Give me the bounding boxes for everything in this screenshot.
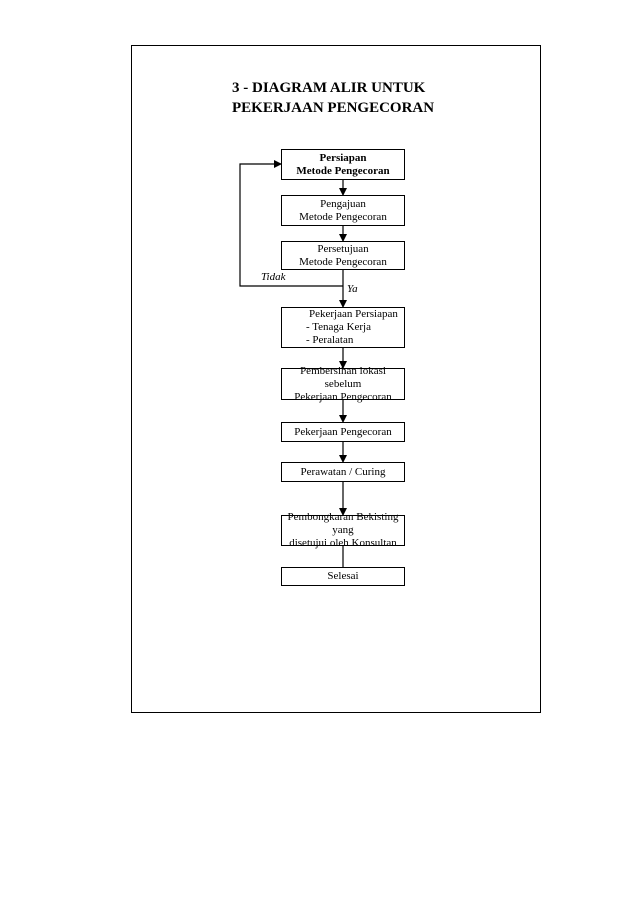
step-perawatan: Perawatan / Curing — [281, 462, 405, 482]
step-persiapan: Persiapan Metode Pengecoran — [281, 149, 405, 180]
step-persetujuan: Persetujuan Metode Pengecoran — [281, 241, 405, 270]
step-pengajuan: Pengajuan Metode Pengecoran — [281, 195, 405, 226]
step-perawatan-line1: Perawatan / Curing — [300, 465, 386, 478]
step-persiapan-line2: Metode Pengecoran — [296, 164, 390, 177]
label-ya: Ya — [347, 283, 358, 295]
step-pekerjaan-pengecoran: Pekerjaan Pengecoran — [281, 422, 405, 442]
loop-back-no — [239, 160, 343, 287]
step-pengajuan-line1: Pengajuan — [320, 197, 366, 210]
step-pengajuan-line2: Metode Pengecoran — [299, 210, 387, 223]
title-line-2: PEKERJAAN PENGECORAN — [232, 100, 435, 116]
step-selesai-line1: Selesai — [327, 570, 359, 582]
step-pembersihan-line2: Pekerjaan Pengecoran — [294, 390, 392, 403]
step-pekerjaan-persiapan-line1: Pekerjaan Persiapan — [309, 308, 398, 320]
step-persiapan-line1: Persiapan — [319, 151, 367, 164]
step-pembongkaran: Pembongkaran Bekisting yang disetujui ol… — [281, 511, 405, 549]
step-pekerjaan-persiapan: Pekerjaan Persiapan - Tenaga Kerja - Per… — [281, 307, 405, 348]
step-pekerjaan-pengecoran-line1: Pekerjaan Pengecoran — [294, 425, 392, 438]
title-line-1: 3 - DIAGRAM ALIR UNTUK — [232, 80, 426, 96]
diagram-title: 3 - DIAGRAM ALIR UNTUK PEKERJAAN PENGECO… — [232, 78, 435, 118]
step-persetujuan-line2: Metode Pengecoran — [299, 255, 387, 268]
step-pembongkaran-line2: disetujui oleh Konsultan — [289, 537, 397, 549]
page-frame — [131, 45, 541, 713]
label-tidak: Tidak — [261, 271, 286, 283]
step-pekerjaan-persiapan-line3: - Peralatan — [306, 334, 354, 346]
step-pekerjaan-persiapan-line2: - Tenaga Kerja — [306, 321, 371, 333]
step-selesai: Selesai — [281, 567, 405, 586]
step-persetujuan-line1: Persetujuan — [317, 242, 369, 255]
step-pembersihan: Pembersihan lokasi sebelum Pekerjaan Pen… — [281, 364, 405, 403]
step-pembongkaran-line1: Pembongkaran Bekisting yang — [287, 511, 399, 536]
step-pembersihan-line1: Pembersihan lokasi sebelum — [300, 364, 386, 390]
